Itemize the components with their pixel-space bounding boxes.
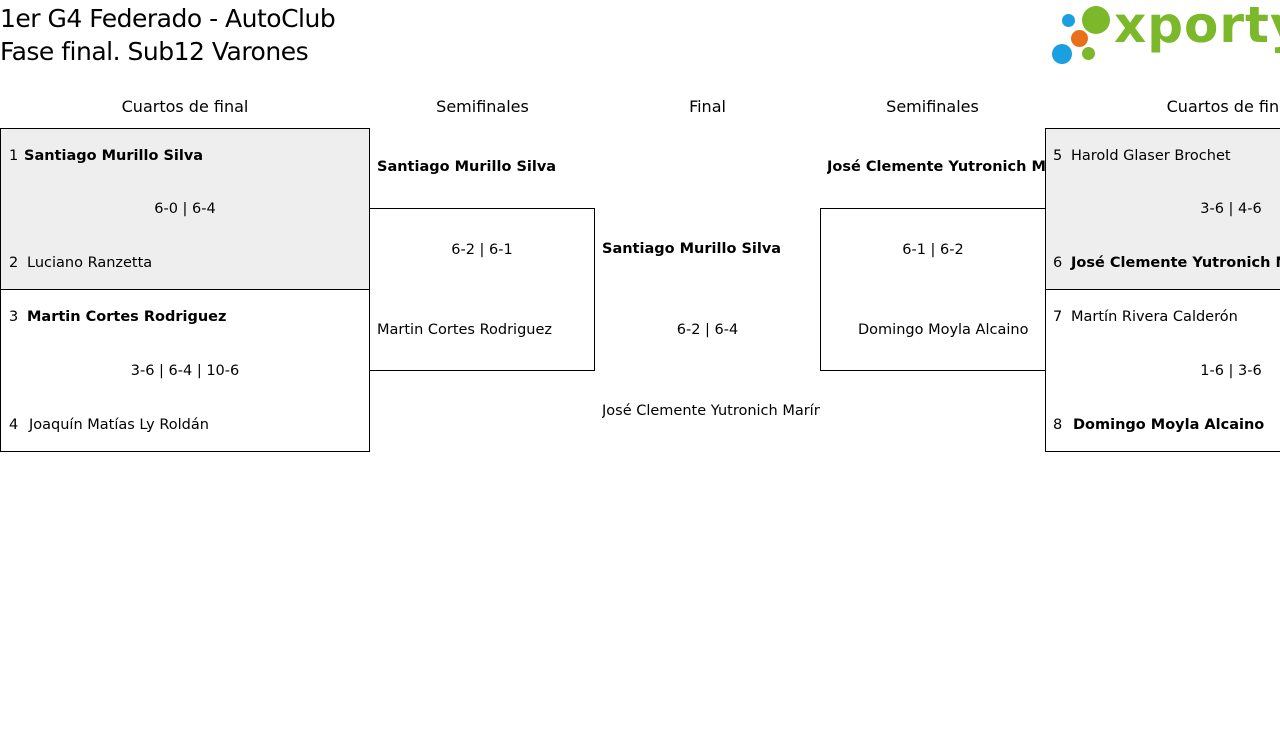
player-seed: 2 <box>9 255 19 271</box>
match-score: 3-6 | 6-4 | 10-6 <box>130 363 240 379</box>
semi-right-player-2[interactable]: Domingo Moyla Alcaino <box>858 322 1029 338</box>
semi-right-player-1[interactable]: José Clemente Yutronich Marín <box>827 159 1045 175</box>
match-right-semi[interactable]: 6-1 | 6-2 Domingo Moyla Alcaino <box>820 208 1046 371</box>
page-title: 1er G4 Federado - AutoClub Fase final. S… <box>0 2 336 68</box>
round-title-right-semi: Semifinales <box>886 97 979 116</box>
round-title-left-quarter: Cuartos de final <box>121 97 249 116</box>
match-left-quarter-2[interactable]: 3 Martin Cortes Rodriguez 3-6 | 6-4 | 10-… <box>0 289 370 452</box>
player-seed: 4 <box>9 417 19 433</box>
match-right-quarter-1[interactable]: 5 Harold Glaser Brochet 3-6 | 4-6 6 José C… <box>1045 128 1280 290</box>
round-title-final: Final <box>689 97 726 116</box>
final-score: 6-2 | 6-4 <box>676 322 739 338</box>
semi-left-player-2[interactable]: Martin Cortes Rodriguez <box>377 322 553 338</box>
player-seed: 3 <box>9 309 19 325</box>
player-row: 6 José Clemente Yutronich Marín <box>1053 254 1280 272</box>
title-line-1: 1er G4 Federado - AutoClub <box>0 4 336 33</box>
match-score: 6-0 | 6-4 <box>154 201 216 217</box>
logo-dot-blue-top <box>1062 14 1075 27</box>
player-name[interactable]: Martín Rivera Calderón <box>1071 309 1238 325</box>
player-seed: 1 <box>9 148 19 164</box>
player-seed: 6 <box>1053 255 1063 271</box>
round-title-right-quarter: Cuartos de final <box>1166 97 1280 116</box>
logo-dot-green-small <box>1082 47 1095 60</box>
title-line-2: Fase final. Sub12 Varones <box>0 37 309 66</box>
player-row: 3 Martin Cortes Rodriguez <box>9 308 226 326</box>
player-row: 8 Domingo Moyla Alcaino <box>1053 416 1264 434</box>
player-name-winner[interactable]: José Clemente Yutronich Marín <box>1071 255 1280 271</box>
match-right-quarter-2[interactable]: 7 Martín Rivera Calderón 1-6 | 3-6 8 Domin… <box>1045 289 1280 452</box>
logo-dot-orange <box>1071 30 1088 47</box>
player-name[interactable]: Luciano Ranzetta <box>27 255 153 271</box>
player-seed: 8 <box>1053 417 1063 433</box>
player-row: 1 Santiago Murillo Silva <box>9 147 203 165</box>
player-seed: 5 <box>1053 148 1063 164</box>
match-score: 6-2 | 6-1 <box>451 242 513 258</box>
final-player-2[interactable]: José Clemente Yutronich Marín <box>602 403 820 419</box>
player-seed: 7 <box>1053 309 1063 325</box>
round-title-left-semi: Semifinales <box>436 97 529 116</box>
match-left-semi[interactable]: 6-2 | 6-1 Martin Cortes Rodriguez <box>369 208 595 371</box>
match-score: 6-1 | 6-2 <box>902 242 964 258</box>
match-score: 3-6 | 4-6 <box>1200 201 1262 217</box>
player-name[interactable]: Harold Glaser Brochet <box>1071 148 1231 164</box>
player-name-winner[interactable]: Santiago Murillo Silva <box>24 148 204 164</box>
player-row: 7 Martín Rivera Calderón <box>1053 308 1238 326</box>
player-name[interactable]: Joaquín Matías Ly Roldán <box>29 417 209 433</box>
match-left-quarter-1[interactable]: 1 Santiago Murillo Silva 6-0 | 6-4 2 Lucia… <box>0 128 370 290</box>
player-row: 2 Luciano Ranzetta <box>9 254 152 272</box>
player-row: 5 Harold Glaser Brochet <box>1053 147 1231 165</box>
final-player-1[interactable]: Santiago Murillo Silva <box>602 241 782 257</box>
logo-dot-blue-bottom <box>1052 44 1072 64</box>
player-name-winner[interactable]: Domingo Moyla Alcaino <box>1073 417 1265 433</box>
semi-left-player-1[interactable]: Santiago Murillo Silva <box>377 159 557 175</box>
xporty-logo[interactable]: xporty <box>1050 0 1280 68</box>
match-score: 1-6 | 3-6 <box>1200 363 1262 379</box>
player-row: 4 Joaquín Matías Ly Roldán <box>9 416 209 434</box>
logo-dot-green-top <box>1082 6 1110 34</box>
logo-text: xporty <box>1114 0 1280 54</box>
player-name-winner[interactable]: Martin Cortes Rodriguez <box>27 309 227 325</box>
